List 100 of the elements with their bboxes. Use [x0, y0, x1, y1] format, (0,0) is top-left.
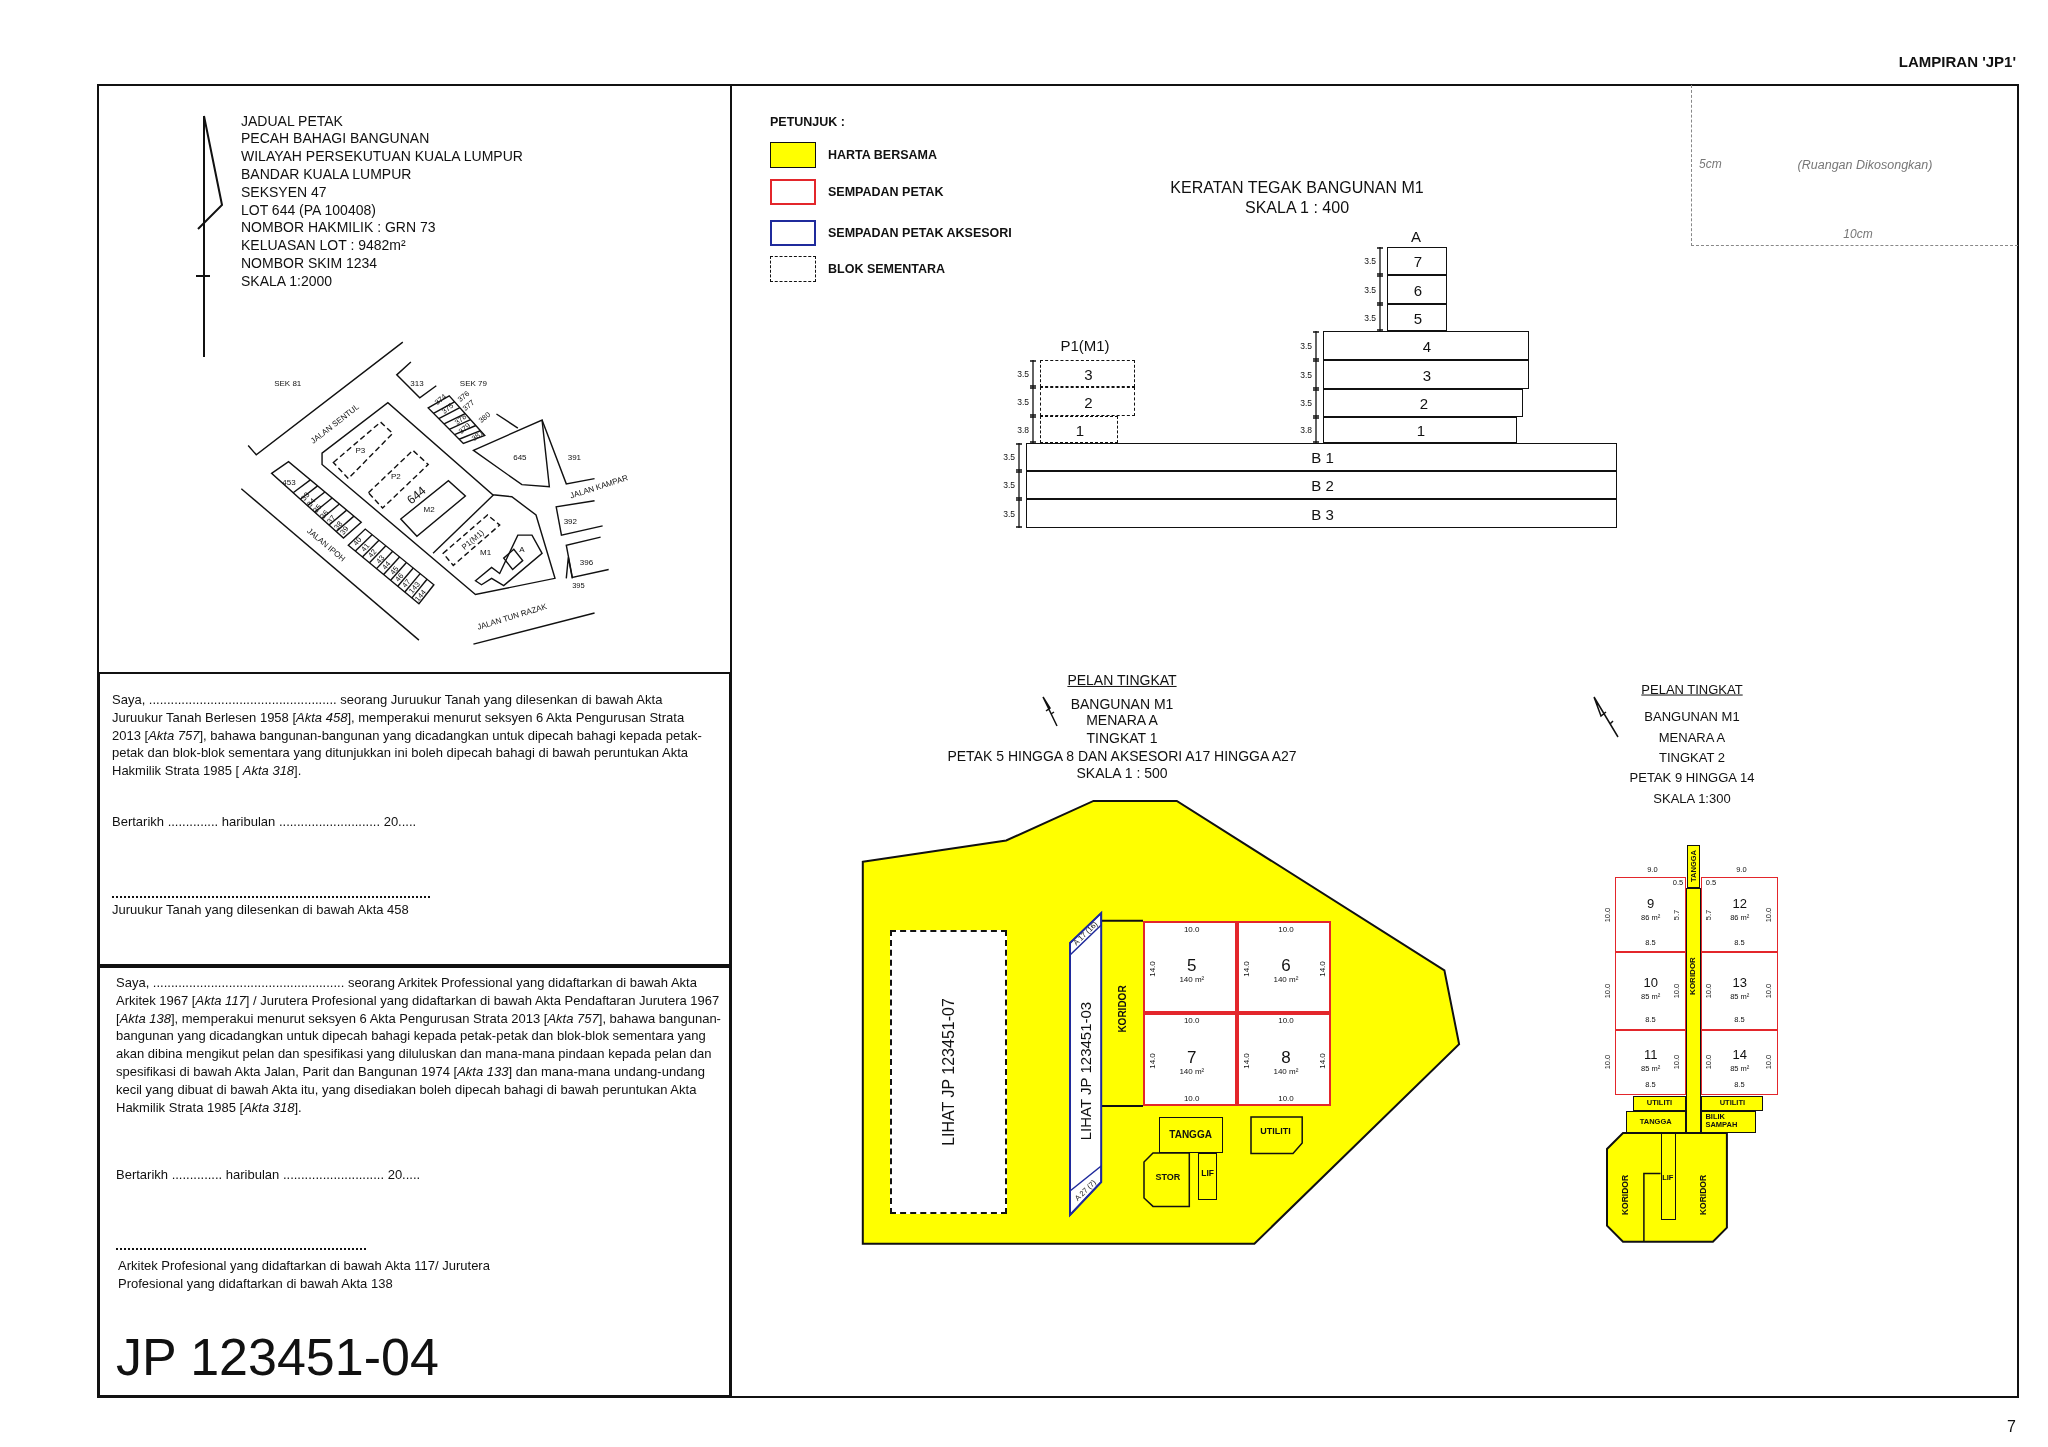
plan-title-line: MENARA A: [1086, 712, 1158, 729]
room-label: UTILITI: [1260, 1125, 1291, 1137]
dimension-label: 3.5: [1003, 509, 1015, 520]
signatory-label: Juruukur Tanah yang dilesenkan di bawah Akta 458: [112, 903, 409, 918]
room-label: STOR: [1155, 1171, 1181, 1182]
dimension-label: 3.5: [1003, 481, 1015, 491]
plan-title-line: PETAK 9 HINGGA 14: [1629, 770, 1755, 786]
room-label: LIF: [1201, 1169, 1214, 1180]
dimension-label: 14.0: [1242, 1053, 1252, 1069]
legend-label: HARTA BERSAMA: [828, 147, 938, 162]
corridor-area: [1607, 1133, 1728, 1242]
floor-number: B 3: [1311, 505, 1334, 524]
schedule-heading-line: WILAYAH PERSEKUTUAN KUALA LUMPUR: [241, 148, 523, 165]
dimension-label: 3.5: [1300, 399, 1312, 409]
lot-number: 391: [567, 453, 582, 463]
plan-number: JP 123451-04: [116, 1328, 439, 1388]
dimension-label: 3.5: [1364, 313, 1376, 324]
parcel-number: 10: [1643, 975, 1658, 991]
room-box: [1701, 1111, 1756, 1134]
lot-number: 645: [513, 453, 527, 463]
parcel-number: 11: [1643, 1047, 1658, 1063]
dimension-label: 3.8: [1300, 426, 1312, 436]
parcel-box: [1237, 920, 1331, 1013]
floor-number: 3: [1084, 365, 1093, 384]
dimension-label: 10.0: [1278, 1094, 1294, 1104]
schedule-heading-line: SKALA 1:2000: [241, 272, 333, 289]
dimension-label: 14.0: [1318, 1053, 1328, 1069]
block-label: M1: [480, 548, 492, 558]
date-line-text: Bertarikh .............. haribulan ............................ 20.....: [112, 815, 417, 830]
plan-title: PELAN TINGKAT: [1641, 682, 1743, 698]
dimension-label: 3.8: [1017, 425, 1029, 436]
floor-number: 5: [1413, 309, 1423, 328]
lot-number: 396: [579, 557, 594, 568]
floor-number: B 1: [1311, 449, 1334, 467]
dimension-label: 14.0: [1148, 1053, 1158, 1069]
temporary-block-box: [890, 930, 1007, 1214]
floor-number: 4: [1422, 337, 1432, 356]
lift-box: [1198, 1153, 1217, 1201]
lot-number: 644: [404, 484, 429, 508]
section-title: KERATAN TEGAK BANGUNAN M1: [1170, 178, 1424, 198]
schedule-heading-line: NOMBOR HAKMILIK : GRN 73: [241, 219, 436, 236]
room-label: KORIDOR: [1116, 985, 1129, 1033]
dimension-label: 14.0: [1318, 960, 1328, 977]
dimension-label: 3.5: [1300, 370, 1312, 381]
dimension-label: 10cm: [1843, 228, 1873, 242]
parcel-number: 13: [1732, 975, 1747, 991]
parcel-box: [1701, 952, 1779, 1030]
reference-label: LIHAT JP 123451-07: [939, 998, 958, 1146]
lot-number: 453: [282, 478, 296, 488]
room-label: KORIDOR: [1688, 957, 1698, 995]
schedule-heading-line: SEKSYEN 47: [241, 183, 327, 200]
dimension-label: 3.5: [1003, 453, 1015, 463]
dimension-label: 10.0: [1183, 925, 1200, 935]
dimension-label: 3.5: [1364, 285, 1376, 296]
dimension-label: 3.5: [1300, 341, 1312, 352]
room-label: TANGGA: [1169, 1129, 1212, 1141]
plan-title-line: BANGUNAN M1: [1070, 695, 1174, 712]
certificate-paragraph: Saya, .................................................... seorang Juruukur Tanah yang dilesenkan di bawah Akta Juruukur Tanah Berlesen 1958 [Akta 458], memperakui menurut seksyen 6 Akta Pengurusan Strata 2013 [Akta 757], bahawa bangunan-bangunan yang dicadangkan untuk dipecah bahagi kepada petak-petak dan blok-blok sementara yang ditunjukkan ini boleh dipecah bahagi di bawah peruntukan Akta Hakmilik Strata 1985 [ Akta 318].: [112, 691, 703, 780]
schedule-heading-line: BANDAR KUALA LUMPUR: [241, 165, 412, 182]
page-number: 7: [2007, 1417, 2016, 1437]
reserved-space-box: [1691, 85, 2018, 246]
floor-number: 1: [1075, 421, 1085, 440]
plan-title-line: BANGUNAN M1: [1644, 709, 1740, 725]
stair-box: [1625, 1111, 1686, 1134]
parcel-number: 9: [1647, 896, 1655, 912]
parcel-number: 6: [1281, 955, 1291, 976]
schedule-heading-line: PECAH BAHAGI BANGUNAN: [241, 130, 430, 147]
room-box: [1250, 1117, 1302, 1154]
floor-number: 1: [1416, 422, 1426, 440]
signatory-label: Arkitek Profesional yang didaftarkan di bawah Akta 117/ Jurutera Profesional yang didaftarkan di bawah Akta 138: [118, 1257, 490, 1292]
plan-title-line: MENARA A: [1658, 730, 1726, 746]
reserved-space-note: (Ruangan Dikosongkan): [1797, 157, 1933, 173]
room-box: [1633, 1095, 1686, 1112]
schedule-heading-line: LOT 644 (PA 100408): [241, 201, 376, 218]
tower-label: A: [1411, 228, 1421, 246]
parcel-number: 8: [1281, 1048, 1291, 1068]
legend-label: SEMPADAN PETAK: [828, 184, 944, 199]
floor-number: 2: [1419, 395, 1429, 413]
parcel-box: [1142, 920, 1237, 1013]
scale-label: SKALA 1 : 400: [1244, 198, 1350, 218]
floor-number: B 2: [1311, 477, 1334, 495]
parcel-area: 140 m²: [1179, 1067, 1205, 1077]
room-box: [1158, 1117, 1223, 1153]
floor-number: 7: [1413, 253, 1423, 271]
floor-number: 6: [1413, 281, 1423, 300]
room-box: [1701, 1095, 1764, 1112]
room-label: KORIDOR: [1699, 1175, 1710, 1216]
plan-title-line: SKALA 1:300: [1653, 791, 1731, 807]
parcel-number: 7: [1187, 1048, 1197, 1068]
parcel-number: 12: [1732, 896, 1747, 912]
schedule-heading-line: KELUASAN LOT : 9482m²: [241, 237, 406, 254]
legend-heading: PETUNJUK :: [770, 114, 845, 130]
certificate-panel: [98, 966, 731, 1397]
certificate-paragraph: Saya, ..................................................... seorang Arkitek Professional yang didaftarkan di bawah Akta Arkitek 1967 [Akta 117] / Jurutera Profesional yang didaftarkan di bawah Akta Pendaftaran Jurutera 1967 [Akta 138], memperakui menurut seksyen 6 Akta Pengurusan Strata 2013 [Akta 757], bahawa bangunan-bangunan yang dicadangkan untuk dipecah bahagi kepada petak-petak dan blok-blok sementara yang akan dibina mengikut pelan dan spesifikasi yang diluluskan dan mana-mana pindaan kepada pelan dan spesifikasi di bawah Akta Jalan, Parit dan Bangunan 1974 [Akta 133] dan mana-mana undang-undang kecil yang dibuat di bawah Akta itu, yang disediakan boleh dipecah bahagi di bawah peruntukan Akta Hakmilik Strata 1985 [Akta 318].: [116, 974, 722, 1117]
dimension-label: 10.0: [1278, 1016, 1294, 1026]
parcel-area: 140 m²: [1273, 975, 1299, 985]
plan-title-line: TINGKAT 2: [1659, 750, 1725, 766]
plan-title-line: TINGKAT 1: [1086, 729, 1158, 746]
certificate-panel: [98, 672, 731, 966]
parcel-area: 140 m²: [1179, 975, 1205, 985]
